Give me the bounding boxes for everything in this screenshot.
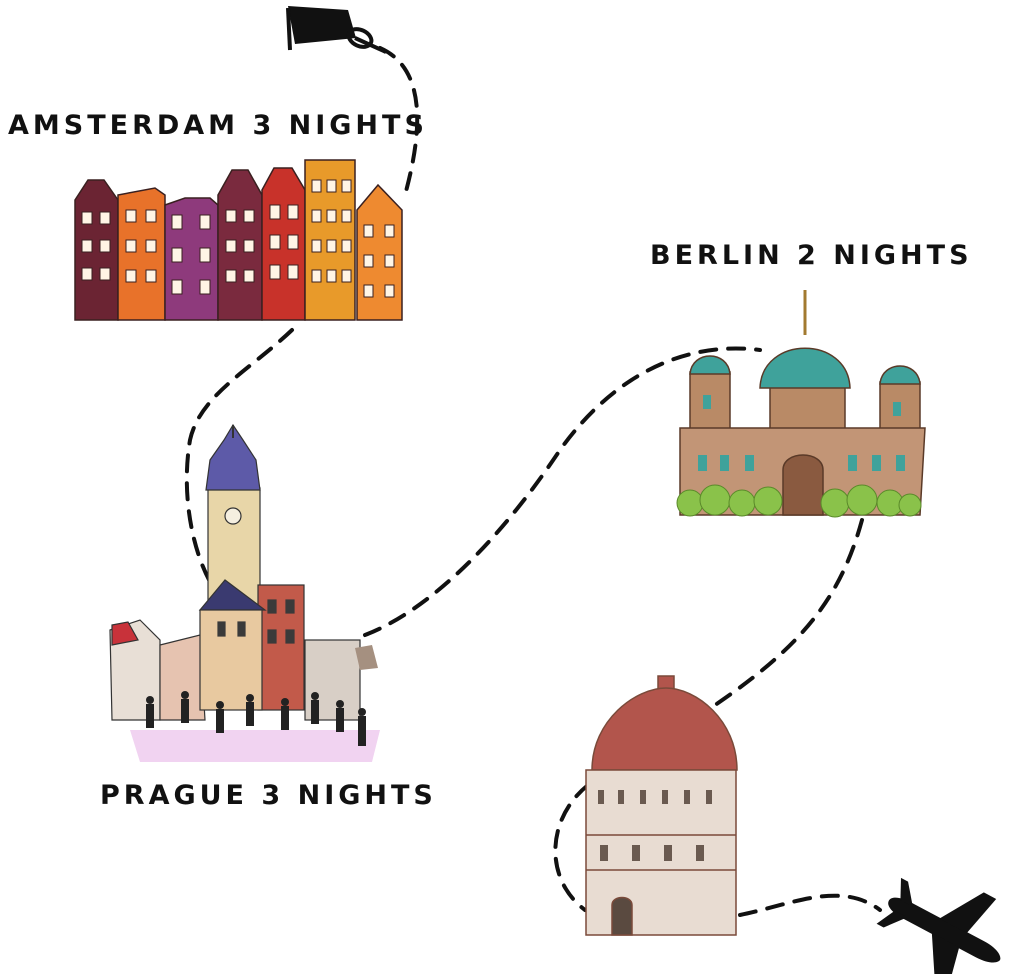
route-path	[184, 46, 882, 917]
berlin-label: BERLIN 2 NIGHTS	[650, 240, 973, 271]
flag-icon	[286, 6, 387, 54]
prague-label: PRAGUE 3 NIGHTS	[100, 780, 437, 811]
plane-icon	[876, 877, 1001, 974]
berlin-cathedral	[676, 290, 926, 518]
pisa-baptistery	[585, 675, 738, 936]
prague-old-town-square	[109, 423, 380, 762]
amsterdam-label: AMSTERDAM 3 NIGHTS	[8, 110, 428, 141]
amsterdam-canal-houses	[74, 159, 403, 321]
